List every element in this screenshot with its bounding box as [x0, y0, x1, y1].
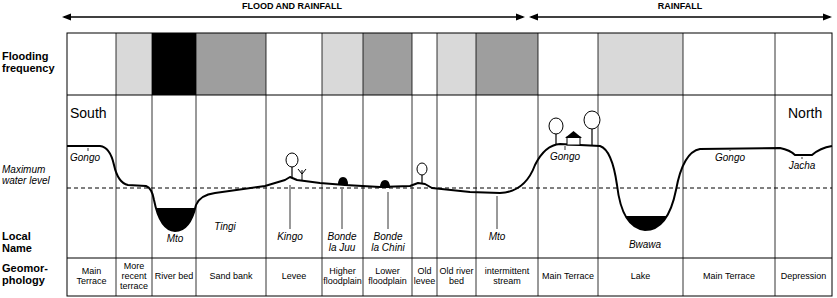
- column-line: [266, 33, 267, 296]
- frequency-cell: [196, 33, 266, 95]
- frequency-cell: [775, 33, 832, 95]
- hut-symbol: [338, 177, 348, 185]
- local-name: Gongo: [545, 152, 585, 163]
- local-name: Mto: [477, 232, 517, 243]
- leader-lines: [88, 146, 802, 229]
- arrow-head: [823, 14, 832, 21]
- local-name: Mto: [150, 234, 200, 245]
- leader-line: [290, 185, 291, 229]
- span-label: RAINFALL: [630, 2, 730, 12]
- row-heading: Flooding frequency: [2, 50, 64, 74]
- leader-line: [388, 192, 389, 229]
- leader-line: [342, 189, 343, 229]
- column-line: [322, 33, 323, 296]
- water-level-line: [67, 188, 832, 189]
- span-arrow-line: [64, 16, 523, 17]
- row-heading: Local Name: [2, 230, 47, 254]
- frequency-cell: [412, 33, 437, 95]
- column-line: [152, 33, 153, 296]
- column-line: [363, 33, 364, 296]
- row-line: [67, 258, 832, 259]
- plant-symbol: [302, 170, 303, 180]
- arrow-head: [516, 14, 525, 21]
- plant-symbol: [298, 169, 302, 174]
- tree-trunk: [591, 128, 592, 146]
- geomorphology-cell: More recent terrace: [117, 259, 151, 295]
- leader-line: [565, 146, 566, 150]
- geomorphology-cell: Old levee: [413, 259, 436, 295]
- house-wall: [567, 137, 580, 145]
- local-name: Bwawa: [620, 240, 670, 251]
- frequency-cell: [363, 33, 412, 95]
- frequency-cell: [266, 33, 322, 95]
- local-name: Kingo: [270, 232, 310, 243]
- tree-trunk: [421, 175, 422, 184]
- local-name: Bonde la Chini: [370, 232, 406, 253]
- column-line: [476, 33, 477, 296]
- column-line: [598, 33, 599, 296]
- geomorphology-cell: Depression: [776, 259, 831, 295]
- geomorphology-cell: Sand bank: [197, 259, 265, 295]
- tree-trunk: [291, 166, 292, 178]
- row-heading: Geomor- phology: [2, 262, 57, 286]
- column-line: [412, 33, 413, 296]
- leader-line: [730, 150, 731, 151]
- frequency-cell: [476, 33, 538, 95]
- frequency-cell: [116, 33, 152, 95]
- span-arrow-line: [531, 16, 830, 17]
- terrain-profile: [67, 144, 832, 231]
- local-name: Gongo: [70, 153, 110, 164]
- geomorphology-cell: Lower floodplain: [364, 259, 411, 295]
- table-border: [67, 33, 832, 296]
- water-level-label: Maximum water level: [2, 164, 66, 186]
- leader-line: [802, 157, 803, 159]
- geomorphology-cell: Old river bed: [438, 259, 475, 295]
- column-line: [538, 33, 539, 296]
- tree-crown: [549, 118, 563, 134]
- local-name: Bonde la Juu: [324, 232, 360, 253]
- tree-crown: [584, 111, 600, 129]
- local-name: Jacha: [785, 161, 819, 172]
- geomorphology-cell: Main Terrace: [68, 259, 115, 295]
- arrow-head: [62, 14, 71, 21]
- row-line: [67, 95, 832, 96]
- hut-symbol: [380, 180, 390, 188]
- frequency-cell: [67, 33, 116, 95]
- local-name: Gongo: [710, 153, 750, 164]
- geomorphology-cell: River bed: [153, 259, 195, 295]
- plant-symbol: [302, 169, 306, 174]
- direction-label: North: [788, 106, 832, 121]
- span-label: FLOOD AND RAINFALL: [222, 2, 362, 12]
- column-line: [196, 33, 197, 296]
- column-line: [437, 33, 438, 296]
- leader-line: [88, 148, 89, 151]
- frequency-cell: [683, 33, 775, 95]
- geomorphology-cell: Main Terrace: [684, 259, 774, 295]
- column-line: [116, 33, 117, 296]
- house-roof: [565, 131, 582, 138]
- geomorphology-cell: intermittent stream: [477, 259, 537, 295]
- frequency-cell: [538, 33, 598, 95]
- frequency-cell: [598, 33, 683, 95]
- direction-label: South: [70, 106, 115, 121]
- frequency-cell: [437, 33, 476, 95]
- geomorphology-cell: Lake: [599, 259, 682, 295]
- arrow-head: [529, 14, 538, 21]
- leader-line: [497, 196, 498, 229]
- frequency-cell: [152, 33, 196, 95]
- geomorphology-cell: Higher floodplain: [323, 259, 362, 295]
- frequency-cell: [322, 33, 363, 95]
- geomorphology-cell: Levee: [267, 259, 321, 295]
- local-name: Tingi: [205, 222, 245, 233]
- geomorphology-cell: Main Terrace: [539, 259, 597, 295]
- column-lines: [116, 33, 775, 296]
- tree-crown: [286, 153, 298, 167]
- column-line: [775, 33, 776, 296]
- tree-crown: [417, 163, 427, 175]
